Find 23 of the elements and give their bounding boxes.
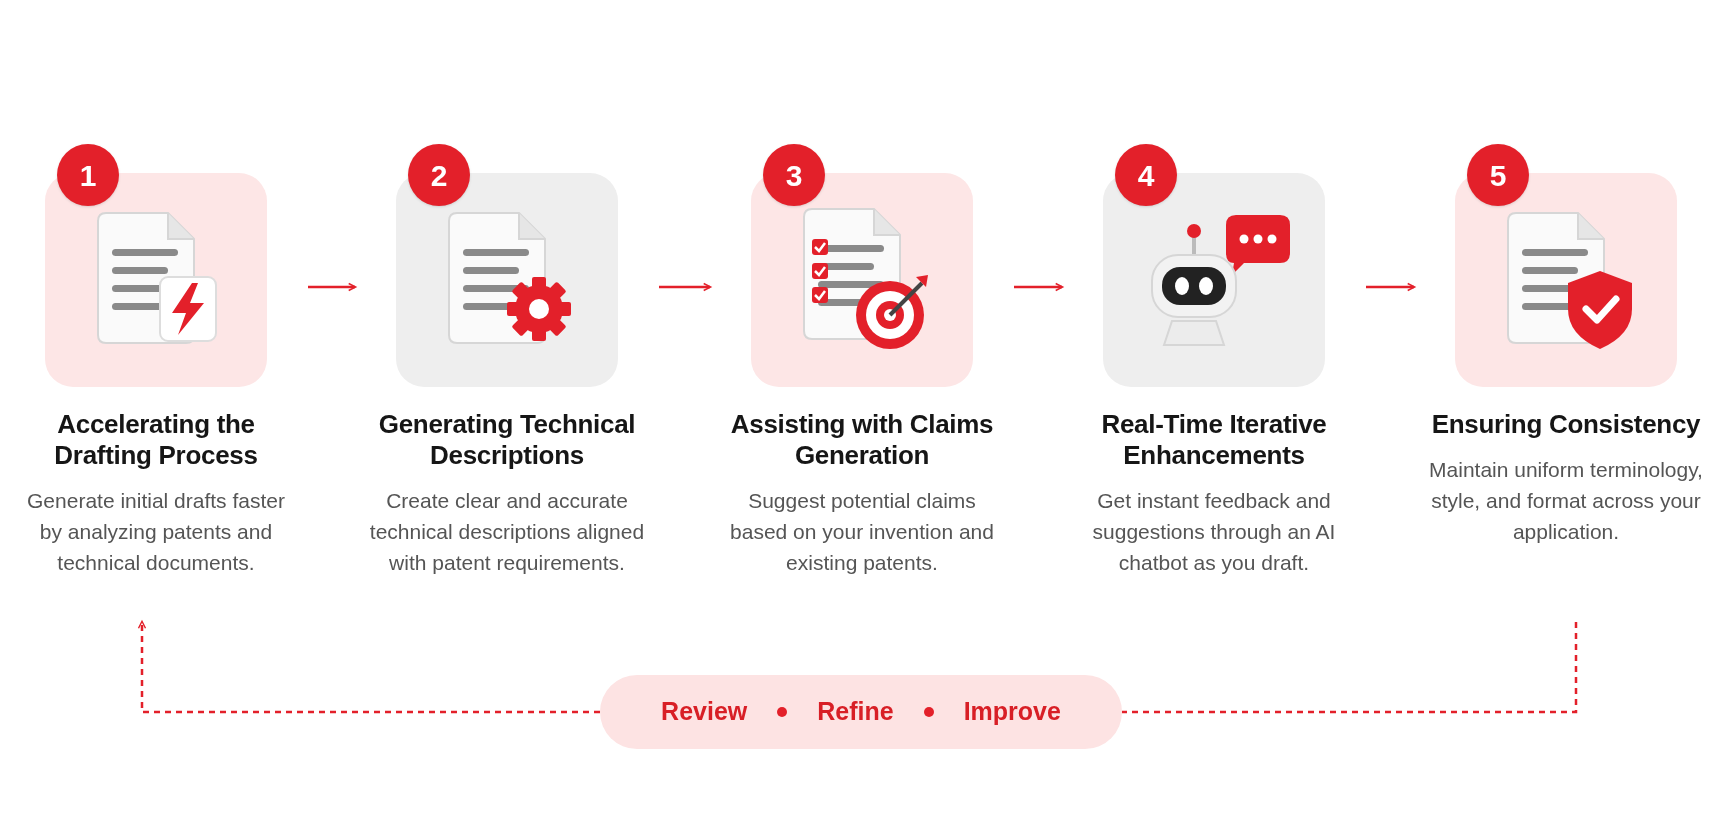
arrow: [308, 282, 357, 292]
dashed-arrow: [137, 620, 600, 714]
step-title: Generating Technical Descriptions: [377, 409, 637, 471]
arrow: [1014, 282, 1064, 292]
step-title: Accelerating the Drafting Process: [53, 409, 259, 471]
arrow: [659, 282, 712, 292]
loop-step-label: Refine: [817, 696, 894, 728]
loop-step-label: Improve: [963, 696, 1061, 728]
step-description: Create clear and accurate technical descriptions aligned with patent requirements.: [368, 488, 646, 576]
number-badge: 3: [763, 144, 825, 206]
step-description: Generate initial drafts faster by analyzing patents and technical documents.: [26, 488, 286, 576]
number-badge: 2: [408, 144, 470, 206]
number-badge: 1: [57, 144, 119, 206]
arrow: [1366, 282, 1416, 292]
loop-step-label: Review: [661, 696, 748, 728]
step-description: Maintain uniform terminology, style, and format across your application.: [1428, 457, 1704, 545]
step-title: Ensuring Consistency: [1431, 409, 1701, 440]
number-badge: 5: [1467, 144, 1529, 206]
step-title: Real-Time Iterative Enhancements: [1100, 409, 1328, 471]
step-title: Assisting with Claims Generation: [729, 409, 995, 471]
step-description: Suggest potential claims based on your invention and existing patents.: [729, 488, 995, 576]
step-description: Get instant feedback and suggestions through an AI chatbot as you draft.: [1091, 488, 1337, 576]
number-badge: 4: [1115, 144, 1177, 206]
